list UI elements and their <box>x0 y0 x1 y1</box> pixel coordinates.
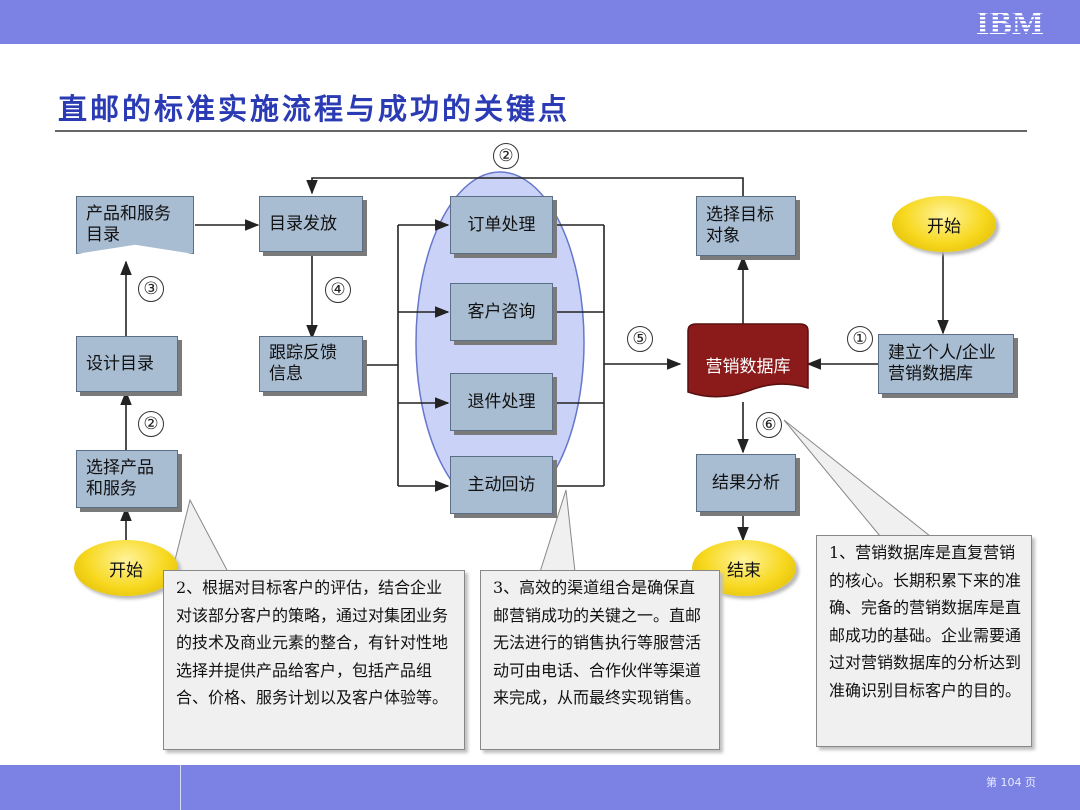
box-catalog-issue: 目录发放 <box>259 196 363 252</box>
footer-bar <box>0 765 1080 810</box>
box-return-processing: 退件处理 <box>450 373 553 431</box>
box-design-catalog: 设计目录 <box>76 336 178 392</box>
marketing-db-label: 营销数据库 <box>705 357 791 377</box>
callout-2-pointer <box>171 498 229 573</box>
marker-6: ⑥ <box>756 412 782 438</box>
footer-divider <box>180 765 181 810</box>
header-bar: IBM <box>0 0 1080 44</box>
box-active-callback: 主动回访 <box>450 456 553 514</box>
callout-1: 1、营销数据库是直复营销的核心。长期积累下来的准确、完备的营销数据库是直邮成功的… <box>816 535 1032 747</box>
end-oval: 结束 <box>692 540 796 596</box>
callout-2: 2、根据对目标客户的评估，结合企业对该部分客户的策略，通过对集团业务的技术及商业… <box>163 570 465 750</box>
marker-3: ③ <box>138 276 164 302</box>
box-build-database: 建立个人/企业 营销数据库 <box>878 334 1014 394</box>
callout-1-pointer <box>783 419 932 537</box>
box-customer-inquiry: 客户咨询 <box>450 283 553 341</box>
callout-2-text: 2、根据对目标客户的评估，结合企业对该部分客户的策略，通过对集团业务的技术及商业… <box>176 578 449 707</box>
box-order-processing: 订单处理 <box>450 196 553 254</box>
box-tracking-feedback: 跟踪反馈 信息 <box>259 336 363 392</box>
box-select-products: 选择产品 和服务 <box>76 450 178 508</box>
page-title: 直邮的标准实施流程与成功的关键点 <box>58 92 571 126</box>
box-result-analysis: 结果分析 <box>696 454 796 512</box>
box-product-catalog: 产品和服务 目录 <box>76 196 194 254</box>
ibm-logo: IBM <box>976 5 1044 39</box>
marker-1: ① <box>847 326 873 352</box>
marker-5: ⑤ <box>627 326 653 352</box>
marketing-db-shape <box>687 323 809 398</box>
arrow-top-loop <box>306 177 744 196</box>
callout-1-text: 1、营销数据库是直复营销的核心。长期积累下来的准确、完备的营销数据库是直邮成功的… <box>829 543 1022 700</box>
marker-2-left: ② <box>138 411 164 437</box>
callout-3: 3、高效的渠道组合是确保直邮营销成功的关键之一。直邮无法进行的销售执行等服营活动… <box>480 570 720 750</box>
marker-2-top: ② <box>493 143 519 169</box>
callout-3-text: 3、高效的渠道组合是确保直邮营销成功的关键之一。直邮无法进行的销售执行等服营活动… <box>493 578 702 707</box>
start-oval-left: 开始 <box>74 540 178 596</box>
page-number: 第 104 页 <box>986 776 1036 789</box>
title-divider <box>55 130 1027 132</box>
box-select-targets: 选择目标 对象 <box>696 196 796 256</box>
marker-4: ④ <box>325 277 351 303</box>
svg-text:IBM: IBM <box>976 5 1044 39</box>
start-oval-right: 开始 <box>892 196 996 252</box>
